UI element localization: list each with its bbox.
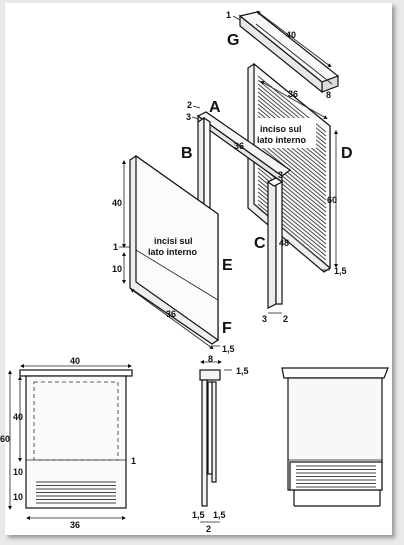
dim-a-3: 3 xyxy=(186,112,191,122)
back-note-bg xyxy=(256,118,316,148)
dim-fv-top: 40 xyxy=(70,356,80,366)
dim-fv-total: 60 xyxy=(0,434,10,444)
dim-d-width-line xyxy=(260,81,328,119)
part-a-top-rail xyxy=(196,111,292,184)
dim-a-2-line xyxy=(192,105,201,109)
louver-slat xyxy=(257,139,327,197)
dim-sv-8: 8 xyxy=(208,354,213,364)
dim-f-length-line xyxy=(130,288,214,350)
dim-sv-15b: 1,5 xyxy=(213,510,226,520)
dim-d-width: 36 xyxy=(288,89,298,99)
perspective-louvers xyxy=(296,465,376,488)
label-a: A xyxy=(209,99,221,116)
dim-c-3-top: 3 xyxy=(278,170,283,180)
label-g: G xyxy=(227,32,239,49)
dim-sv-15-top: 1,5 xyxy=(236,366,249,376)
dim-c-3: 3 xyxy=(262,314,267,324)
dim-fv-10a: 10 xyxy=(13,467,23,477)
back-note-line2: lato interno xyxy=(257,135,307,145)
dim-fv-40: 40 xyxy=(13,412,23,422)
dim-sv-2: 2 xyxy=(206,524,211,534)
dim-a-length: 36 xyxy=(234,141,244,151)
louver-slat xyxy=(257,167,327,225)
back-note-line1: inciso sul xyxy=(260,124,302,134)
front-view xyxy=(19,369,133,509)
dim-c-height: 48 xyxy=(279,238,289,248)
front-note-line2: lato interno xyxy=(148,247,198,257)
dim-f-length: 36 xyxy=(166,309,176,319)
label-d: D xyxy=(341,145,353,162)
dim-fv-10b: 10 xyxy=(13,492,23,502)
dim-g-thickness: 1 xyxy=(226,10,231,20)
dim-e-1: 1 xyxy=(113,242,118,252)
dim-fv-1: 1 xyxy=(131,456,136,466)
dim-sv-15a: 1,5 xyxy=(192,510,205,520)
label-c: C xyxy=(254,235,266,252)
dim-a-2: 2 xyxy=(187,100,192,110)
front-note-line1: incisi sul xyxy=(154,236,193,246)
louver-slat xyxy=(257,143,327,201)
dim-d-gap: 1,5 xyxy=(334,266,347,276)
dim-d-height: 60 xyxy=(327,195,337,205)
perspective-view xyxy=(281,367,389,507)
dim-fv-bottom: 36 xyxy=(70,520,80,530)
dim-g-length-line xyxy=(256,10,332,68)
front-view-louvers xyxy=(36,481,116,504)
dim-e-40: 40 xyxy=(112,198,122,208)
dim-c-2: 2 xyxy=(283,314,288,324)
dim-f-thickness: 1,5 xyxy=(222,344,235,354)
dim-a-3-line xyxy=(191,116,200,120)
dim-g-depth: 8 xyxy=(326,90,331,100)
label-e: E xyxy=(222,257,233,274)
part-c-right-upright xyxy=(266,176,284,309)
dim-g-length: 40 xyxy=(286,30,296,40)
dim-g-thickness-line xyxy=(232,15,241,21)
dim-e-10: 10 xyxy=(112,264,122,274)
label-f: F xyxy=(222,320,232,337)
label-b: B xyxy=(181,145,193,162)
side-section-view xyxy=(199,369,221,507)
